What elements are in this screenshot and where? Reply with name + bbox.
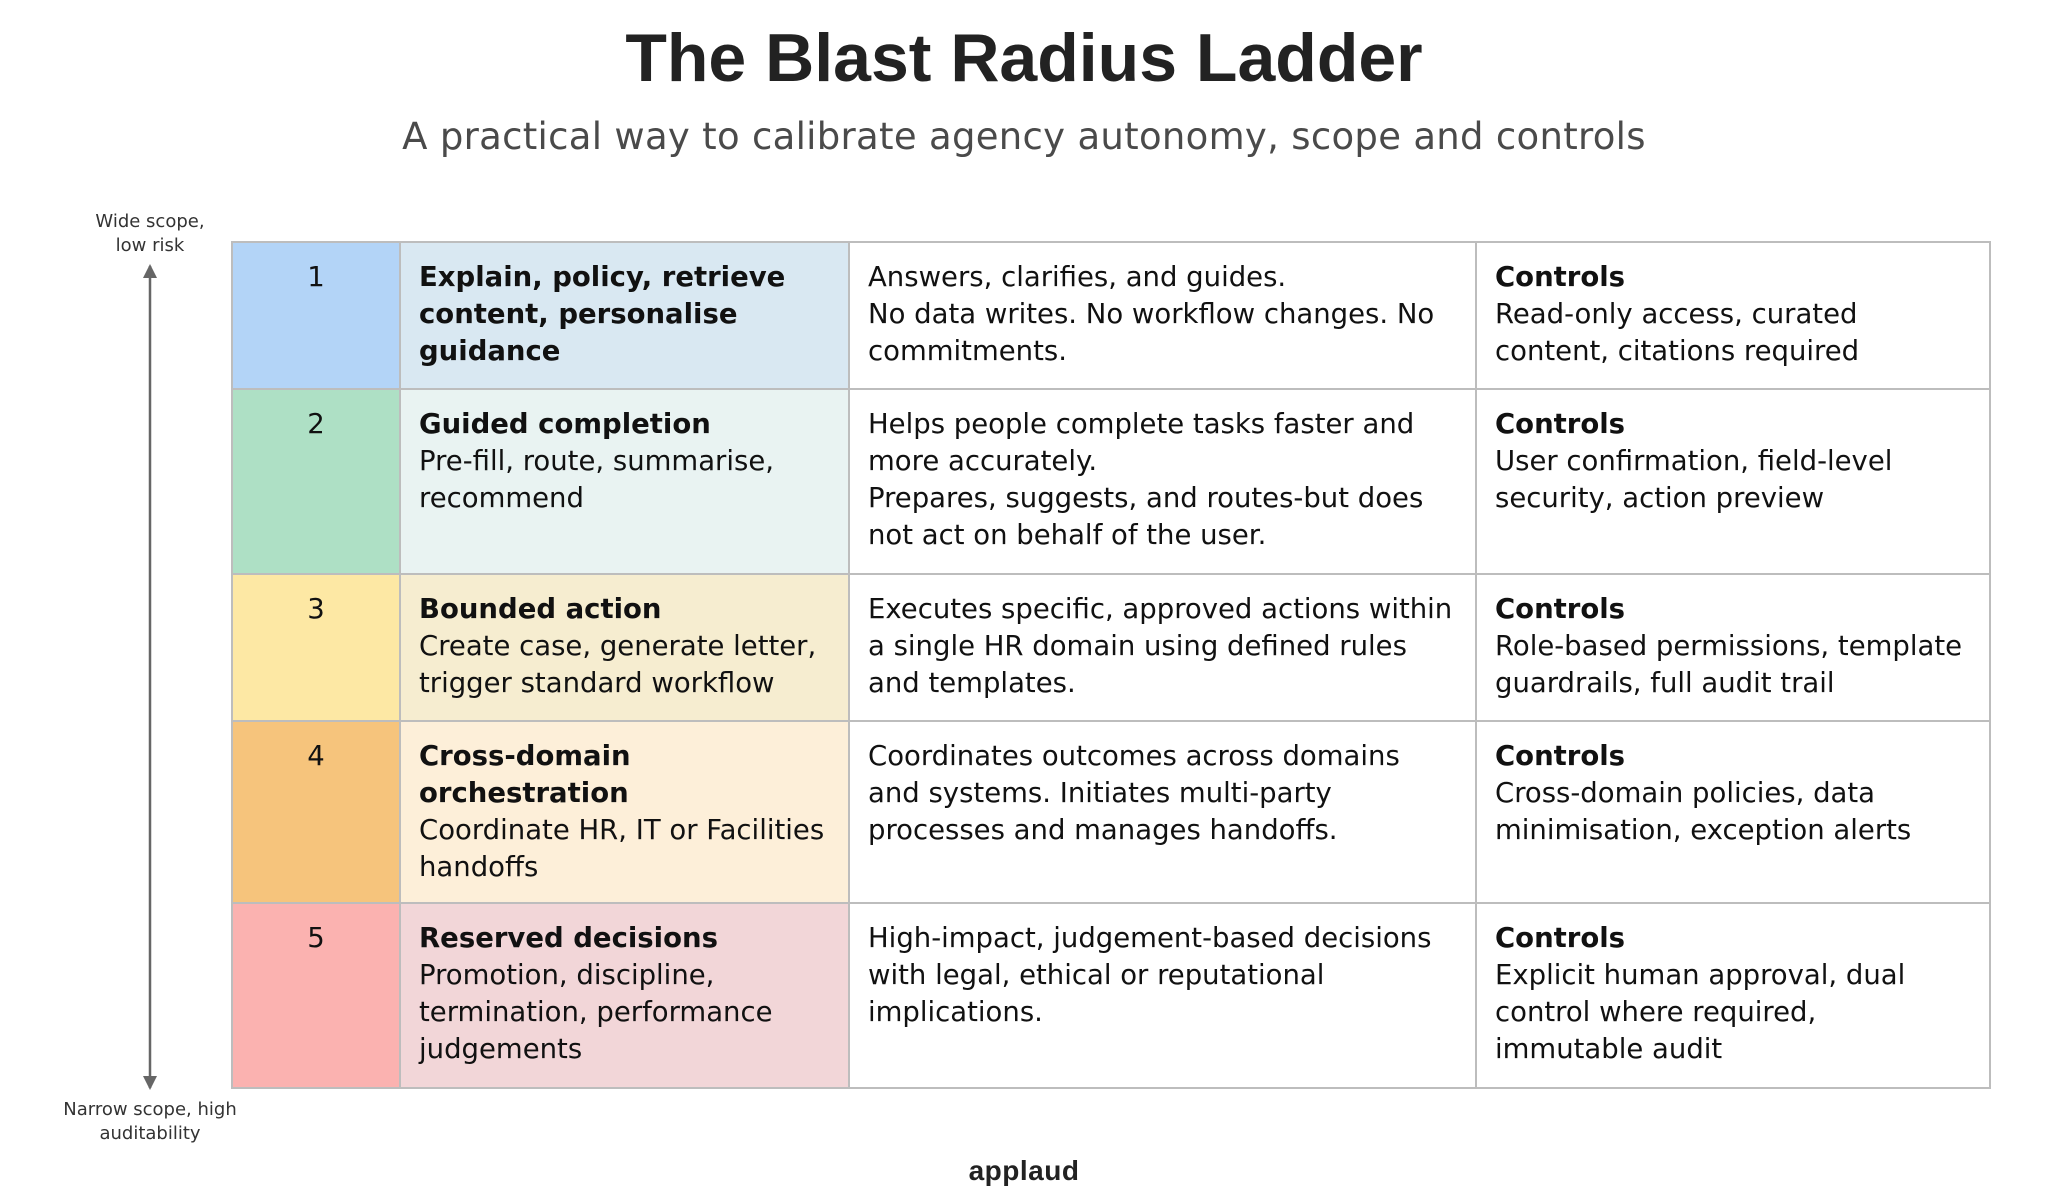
description-cell: Executes specific, approved actions with… (848, 573, 1477, 722)
axis-arrowhead-down (143, 1076, 157, 1090)
scope-cell: Explain, policy, retrieve content, perso… (399, 241, 850, 390)
level-number: 5 (231, 902, 401, 1089)
description-line: No data writes. No workflow changes. No … (868, 298, 1435, 367)
description-line: Coordinates outcomes across domains and … (868, 740, 1400, 846)
axis-top-line1: Wide scope, (95, 211, 205, 232)
controls-label: Controls (1495, 922, 1626, 954)
vertical-axis-arrow (143, 264, 157, 1090)
axis-bottom-label: Narrow scope, high auditability (40, 1098, 260, 1146)
level-detail: Create case, generate letter, trigger st… (419, 630, 817, 699)
description-line: Helps people complete tasks faster and m… (868, 408, 1415, 477)
level-heading: Guided completion (419, 408, 711, 440)
controls-text: Explicit human approval, dual control wh… (1495, 959, 1906, 1065)
axis-bottom-line2: auditability (99, 1123, 201, 1144)
controls-text: User confirmation, field-level security,… (1495, 445, 1893, 514)
level-heading: Bounded action (419, 593, 662, 625)
controls-label: Controls (1495, 593, 1626, 625)
description-line: Answers, clarifies, and guides. (868, 261, 1287, 293)
description-cell: High-impact, judgement-based decisions w… (848, 902, 1477, 1089)
controls-text: Cross-domain policies, data minimisation… (1495, 777, 1912, 846)
controls-text: Read-only access, curated content, citat… (1495, 298, 1860, 367)
axis-arrowhead-up (143, 264, 157, 278)
level-heading: Reserved decisions (419, 922, 718, 954)
axis-top-label: Wide scope, low risk (40, 210, 260, 258)
level-number: 4 (231, 720, 401, 904)
controls-label: Controls (1495, 408, 1626, 440)
level-detail: Coordinate HR, IT or Facilities handoffs (419, 814, 825, 883)
description-cell: Answers, clarifies, and guides. No data w… (848, 241, 1477, 390)
applaud-logo: applaud (968, 1155, 1080, 1186)
controls-label: Controls (1495, 740, 1626, 772)
description-cell: Helps people complete tasks faster and m… (848, 388, 1477, 575)
description-line: High-impact, judgement-based decisions w… (868, 922, 1432, 1028)
level-detail: Promotion, discipline, termination, perf… (419, 959, 773, 1065)
level-number: 3 (231, 573, 401, 722)
page-subtitle: A practical way to calibrate agency auto… (402, 115, 1646, 158)
axis-bottom-line1: Narrow scope, high (63, 1099, 237, 1120)
description-line: Prepares, suggests, and routes-but does … (868, 482, 1424, 551)
axis-top-line2: low risk (115, 235, 185, 256)
controls-label: Controls (1495, 261, 1626, 293)
page-title: The Blast Radius Ladder (625, 20, 1423, 96)
level-number: 2 (231, 388, 401, 575)
description-cell: Coordinates outcomes across domains and … (848, 720, 1477, 904)
level-heading: Cross-domain orchestration (419, 740, 631, 809)
description-line: Executes specific, approved actions with… (868, 593, 1453, 699)
controls-text: Role-based permissions, template guardra… (1495, 630, 1963, 699)
level-detail: Pre-fill, route, summarise, recommend (419, 445, 774, 514)
level-number: 1 (231, 241, 401, 390)
level-heading: Explain, policy, retrieve content, perso… (419, 261, 786, 367)
